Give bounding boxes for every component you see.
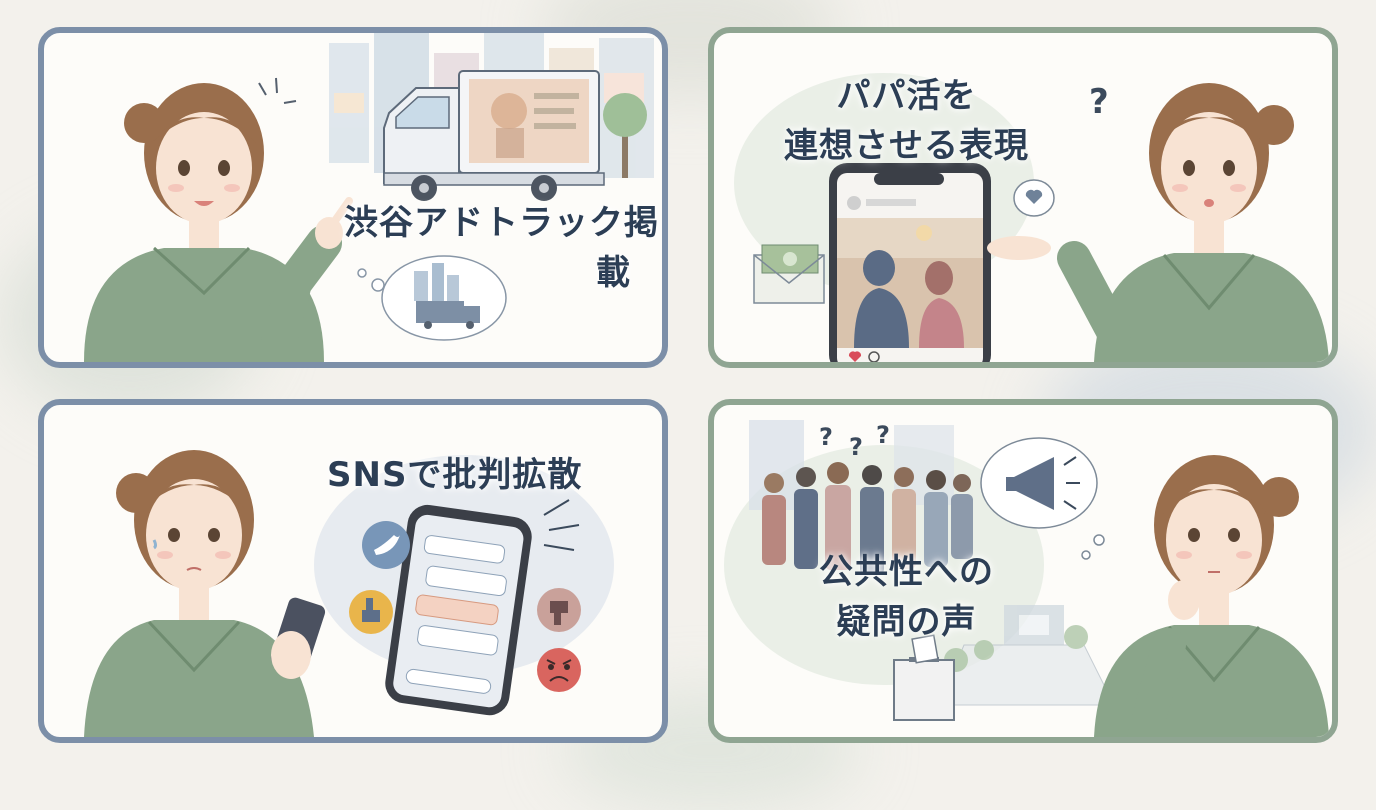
panel-caption: 渋谷アドトラック掲 載	[344, 198, 659, 298]
emphasis-lines	[543, 499, 580, 551]
svg-text:?: ?	[819, 423, 833, 451]
caption-line-1: SNSで批判拡散	[327, 455, 583, 495]
panel-caption: パパ活を 連想させる表現	[784, 71, 1029, 171]
woman-gesturing-illustration	[987, 83, 1329, 362]
public-square-illustration	[749, 420, 1115, 706]
panel-caption: 公共性への 疑問の声	[819, 547, 994, 647]
panel-caption: SNSで批判拡散	[327, 450, 582, 500]
caption-line-2: 疑問の声	[836, 602, 977, 642]
woman-pointing-illustration	[84, 77, 353, 362]
caption-line-2: 載	[596, 253, 631, 293]
panel-shibuya-truck: 渋谷アドトラック掲 載	[38, 27, 668, 368]
thumbs-down-icon	[537, 588, 581, 632]
svg-text:?: ?	[849, 433, 863, 461]
panel-papakatsu: ? パパ活を 連想させる表現	[708, 27, 1338, 368]
ballot-box-icon	[893, 634, 955, 721]
tree-illustration	[603, 93, 647, 178]
heart-icon	[1013, 179, 1055, 217]
money-envelope-icon	[753, 244, 825, 304]
panel-public-question: ? ? ?	[708, 399, 1338, 743]
advertising-truck-illustration	[383, 70, 605, 201]
smartphone-illustration	[829, 163, 991, 362]
svg-text:?: ?	[876, 421, 890, 449]
caption-line-1: 公共性への	[819, 552, 994, 592]
thumbs-up-icon	[349, 590, 393, 634]
question-marks: ? ? ?	[819, 421, 890, 461]
twitter-bird-icon	[362, 521, 410, 569]
thought-bubble-truck	[357, 255, 507, 341]
smartphone-chat-illustration	[385, 504, 532, 716]
megaphone-icon	[980, 437, 1105, 560]
panel-sns-criticism: SNSで批判拡散	[38, 399, 668, 743]
crowd-illustration	[762, 462, 973, 575]
question-mark-icon: ?	[1089, 82, 1109, 122]
caption-line-2: 連想させる表現	[784, 126, 1029, 166]
angry-face-icon	[537, 648, 581, 692]
woman-holding-phone-illustration	[84, 450, 326, 737]
woman-thinking-illustration	[1094, 455, 1329, 737]
caption-line-1: パパ活を	[836, 76, 977, 116]
caption-line-1: 渋谷アドトラック掲	[344, 203, 659, 243]
